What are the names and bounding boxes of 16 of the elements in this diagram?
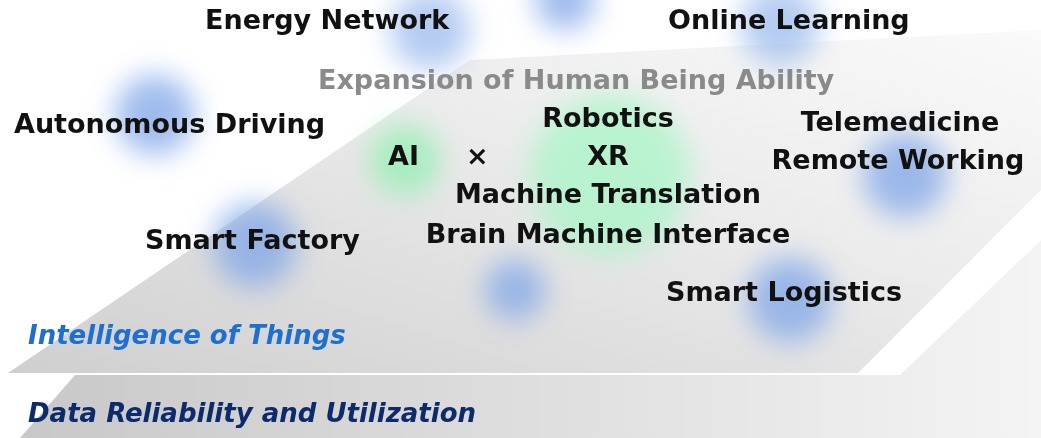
technology-label: Brain Machine Interface bbox=[425, 218, 791, 251]
technology-label: Robotics bbox=[542, 102, 674, 135]
technology-label: Energy Network bbox=[205, 4, 450, 37]
technology-label: Smart Logistics bbox=[666, 276, 903, 309]
layer-title: Data Reliability and Utilization bbox=[28, 398, 477, 430]
technology-label: AI bbox=[388, 140, 419, 173]
technology-label: Telemedicine bbox=[800, 106, 1000, 139]
technology-label: Smart Factory bbox=[145, 224, 360, 257]
technology-label: Remote Working bbox=[771, 144, 1025, 177]
layer-title: Intelligence of Things bbox=[28, 320, 346, 352]
technology-label: Autonomous Driving bbox=[14, 108, 326, 141]
technology-label: Online Learning bbox=[668, 4, 910, 37]
technology-label: XR bbox=[587, 140, 629, 173]
technology-label: Machine Translation bbox=[454, 178, 762, 211]
heading: Expansion of Human Being Ability bbox=[318, 64, 835, 97]
multiply-sign: × bbox=[466, 140, 489, 173]
